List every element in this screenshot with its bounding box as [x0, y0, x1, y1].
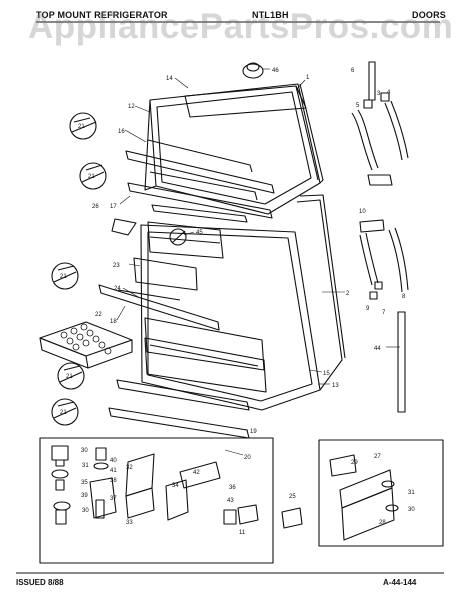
hinge-plate-panel — [281, 439, 444, 547]
callout-31a: 31 — [82, 463, 89, 469]
gasket-strip-44 — [397, 311, 406, 413]
callout-7: 7 — [382, 310, 386, 316]
callout-25: 25 — [289, 494, 296, 500]
hinge-strap-lower — [359, 219, 409, 300]
callout-44: 44 — [374, 346, 381, 352]
freezer-shelf-lower — [127, 171, 273, 219]
callout-35: 35 — [81, 480, 88, 486]
callout-4: 4 — [387, 90, 391, 96]
hinge-hardware-panel — [39, 437, 274, 564]
callout-27: 27 — [374, 454, 381, 460]
callout-31b: 31 — [408, 490, 415, 496]
callout-6: 6 — [351, 68, 355, 74]
callout-37: 37 — [110, 496, 117, 502]
freezer-shelf-bar — [151, 204, 248, 223]
callout-42: 42 — [193, 470, 200, 476]
callout-28: 28 — [379, 520, 386, 526]
callout-15: 15 — [323, 371, 330, 377]
leader-lines — [116, 68, 400, 456]
gasket-strip-6 — [368, 61, 376, 101]
thermostat-knob — [169, 228, 187, 246]
section-name: DOORS — [412, 10, 447, 20]
hinge-strap-upper — [351, 92, 409, 186]
callout-23: 23 — [113, 263, 120, 269]
freezer-door — [144, 83, 324, 215]
callout-26: 26 — [92, 204, 99, 210]
callout-30b: 30 — [82, 508, 89, 514]
door-stop-cap — [242, 62, 264, 79]
callout-8: 8 — [402, 294, 406, 300]
callout-30a: 30 — [81, 448, 88, 454]
callout-29: 29 — [351, 460, 358, 466]
callout-33: 33 — [126, 520, 133, 526]
diagram-title: TOP MOUNT REFRIGERATOR — [36, 10, 168, 20]
callout-12: 12 — [128, 104, 135, 110]
callout-34: 34 — [172, 483, 179, 489]
detail-circle-b — [79, 162, 107, 190]
callout-17: 17 — [110, 204, 117, 210]
callout-41: 41 — [110, 468, 117, 474]
callout-21e: 21 — [60, 410, 67, 416]
model-number: NTL1BH — [252, 10, 289, 20]
defrost-drain-part — [111, 218, 137, 236]
callout-14: 14 — [166, 76, 173, 82]
issued-date: ISSUED 8/88 — [16, 578, 64, 587]
egg-tray — [39, 321, 133, 369]
callout-45: 45 — [196, 230, 203, 236]
callout-19: 19 — [250, 429, 257, 435]
callout-3: 3 — [377, 91, 381, 97]
door-shelf-bar — [98, 284, 220, 331]
page-code: A-44-144 — [383, 578, 417, 587]
callout-21a: 21 — [78, 124, 85, 130]
fresh-food-door — [140, 194, 346, 411]
callout-40: 40 — [110, 458, 117, 464]
callout-46: 46 — [272, 68, 279, 74]
lower-shelf-bars — [108, 379, 250, 439]
callout-1: 1 — [306, 75, 310, 81]
callout-22: 22 — [95, 312, 102, 318]
watermark-text: AppliancePartsPros.com — [28, 7, 454, 46]
detail-circle-d — [57, 362, 85, 390]
callout-21d: 21 — [66, 374, 73, 380]
callout-11: 11 — [239, 530, 246, 536]
callout-39: 39 — [81, 493, 88, 499]
callout-18: 18 — [110, 319, 117, 325]
callout-9: 9 — [366, 306, 370, 312]
callout-10: 10 — [359, 209, 366, 215]
callout-38: 38 — [110, 478, 117, 484]
callout-5: 5 — [356, 103, 360, 109]
callout-30c: 30 — [408, 507, 415, 513]
callout-20: 20 — [244, 455, 251, 461]
door-shelf-bin — [144, 317, 267, 393]
detail-circle-e — [51, 398, 79, 426]
callout-21c: 21 — [60, 274, 67, 280]
callout-36: 36 — [229, 485, 236, 491]
egg-shelf — [133, 257, 198, 291]
callout-21b: 21 — [88, 174, 95, 180]
callout-2: 2 — [346, 291, 350, 297]
callout-13: 13 — [332, 383, 339, 389]
callout-24: 24 — [114, 286, 121, 292]
callout-32: 32 — [126, 465, 133, 471]
callout-labels: 1 2 3 4 5 6 7 8 9 10 11 12 13 14 15 16 1… — [60, 68, 415, 536]
freezer-shelf-upper — [125, 139, 275, 194]
detail-circle-a — [69, 112, 97, 140]
callout-43: 43 — [227, 498, 234, 504]
detail-circle-c — [51, 262, 79, 290]
callout-16: 16 — [118, 129, 125, 135]
